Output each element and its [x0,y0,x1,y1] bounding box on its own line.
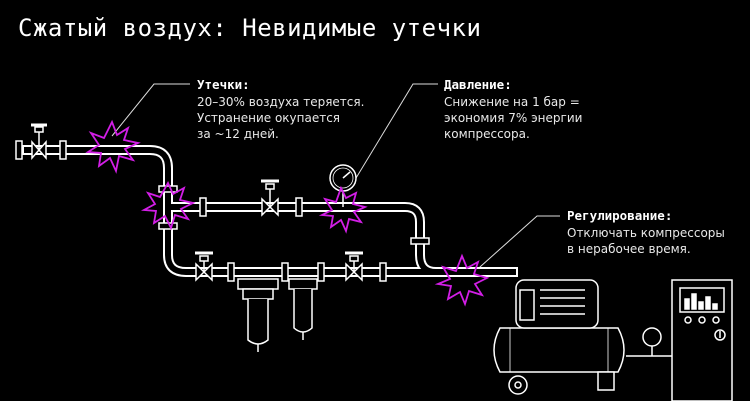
compressor-icon [493,279,672,395]
flange [379,262,387,282]
callout-pressure-line: компрессора. [444,127,530,141]
compressor-gauge [642,327,662,347]
leader-line-regulation [470,215,560,276]
page-title: Сжатый воздух: Невидимые утечки [18,14,482,42]
control-panel-icon [671,279,733,401]
flange [281,262,289,282]
valve-icon [31,123,47,160]
callout-regulation-line: Отключать компрессоры [567,226,725,240]
leader-line-pressure [349,83,438,189]
pressure-gauge-icon [329,164,357,207]
leader-line-leaks [111,83,190,137]
valve-icon [195,251,213,282]
callout-regulation-line: в нерабочее время. [567,242,691,256]
valve-icon [261,179,279,217]
valve-icon [345,251,363,282]
pipe-flanges [15,140,430,282]
flange [158,185,178,193]
filter-icon [237,278,279,352]
pipe-network [22,145,518,277]
flange [227,262,235,282]
flange [59,140,67,160]
callout-pressure: Давление: Снижение на 1 бар = экономия 7… [444,77,582,142]
callout-leaks-heading: Утечки: [197,77,250,92]
callout-regulation: Регулирование: Отключать компрессоры в н… [567,208,725,257]
flange [199,197,207,217]
callout-leaks: Утечки: 20–30% воздуха теряется. Устране… [197,77,364,142]
flange [295,197,303,217]
flange [317,262,325,282]
callout-leaks-line: 20–30% воздуха теряется. [197,95,365,109]
callout-regulation-heading: Регулирование: [567,208,673,223]
leak-burst-icon [140,181,196,231]
callout-leaks-line: Устранение окупается [197,111,341,125]
leak-burst-icon [318,185,368,234]
leak-bursts [85,119,490,307]
leak-burst-icon [434,253,490,307]
callout-pressure-heading: Давление: [444,77,512,92]
flange [410,237,430,245]
leader-lines [111,83,560,276]
callout-leaks-line: за ~12 дней. [197,127,279,141]
callout-pressure-line: Снижение на 1 бар = [444,95,580,109]
leak-burst-icon [85,119,141,174]
compressor-motor [515,279,599,329]
flange [15,140,23,160]
callout-pressure-line: экономия 7% энергии [444,111,583,125]
filter-icon [288,278,318,340]
compressor-tank [493,327,625,373]
